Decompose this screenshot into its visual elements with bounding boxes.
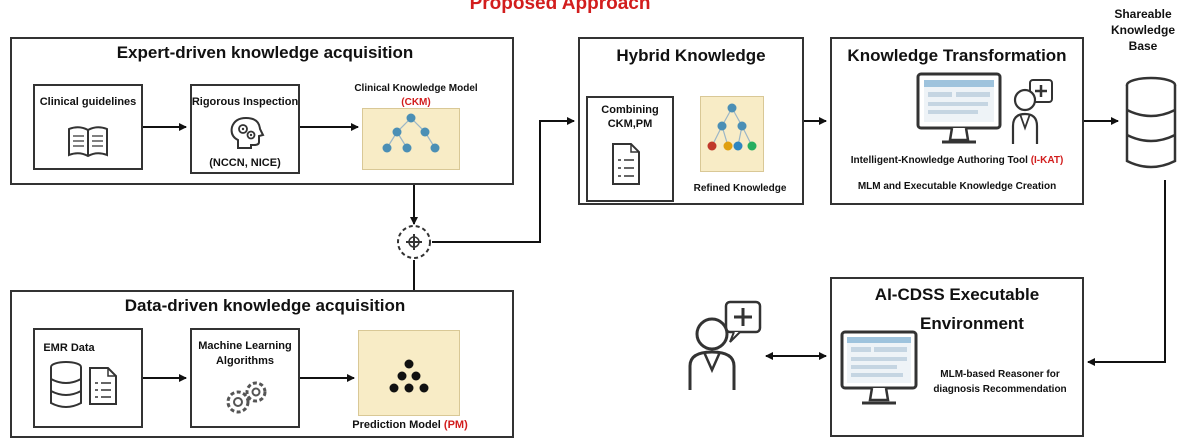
ckm-model-card (362, 108, 460, 170)
database-icon (1125, 76, 1177, 169)
combining-label-2: CKM,PM (607, 118, 653, 130)
machine-learning-label-2: Algorithms (215, 355, 275, 367)
doctor-icon (688, 300, 762, 390)
mlm-creation-label: MLM and Executable Knowledge Creation (857, 181, 1057, 192)
reasoner-label-1: MLM-based Reasoner for (940, 369, 1060, 380)
pm-abbr: (PM) (443, 419, 468, 431)
document-list-icon (612, 143, 640, 185)
rigorous-inspection-label: Rigorous Inspection (191, 96, 299, 108)
pm-model-card (358, 330, 460, 416)
hybrid-knowledge-title: Hybrid Knowledge (616, 46, 766, 65)
ai-cdss-panel (830, 277, 1084, 437)
ckm-abbr: (CKM) (401, 97, 431, 108)
monitor-icon (916, 72, 1002, 144)
ai-cdss-title-1: AI-CDSS Executable (874, 285, 1040, 304)
pm-label-text: Prediction Model (352, 419, 441, 431)
combining-label-1: Combining (601, 104, 659, 116)
refined-knowledge-label: Refined Knowledge (693, 183, 787, 194)
pyramid-model-icon (389, 359, 429, 393)
machine-learning-box (190, 328, 300, 428)
doctor-icon (1011, 79, 1053, 144)
clinical-guidelines-label: Clinical guidelines (39, 96, 137, 108)
brain-gears-icon (230, 116, 265, 149)
monitor-icon (840, 330, 918, 405)
pm-label: Prediction Model (PM) (330, 419, 490, 432)
reasoner-label-2: diagnosis Recommendation (933, 384, 1067, 395)
gears-icon (226, 381, 267, 414)
kb-label-2: Knowledge (1110, 23, 1175, 37)
expert-driven-title: Expert-driven knowledge acquisition (116, 43, 414, 62)
document-list-icon (89, 367, 117, 405)
book-icon (68, 126, 108, 158)
ai-cdss-title-2: Environment (920, 314, 1024, 333)
inspection-sources-label: (NCCN, NICE) (209, 157, 281, 169)
knowledge-transformation-title: Knowledge Transformation (847, 46, 1067, 65)
kb-label-3: Base (1128, 39, 1158, 53)
emr-data-label: EMR Data (43, 342, 95, 354)
database-icon (50, 361, 82, 408)
kb-label-1: Shareable (1114, 7, 1172, 21)
machine-learning-label-1: Machine Learning (198, 340, 292, 352)
data-driven-title: Data-driven knowledge acquisition (124, 296, 406, 315)
page-title: Proposed Approach (469, 0, 651, 14)
ikat-label-text: Intelligent-Knowledge Authoring Tool (850, 155, 1028, 166)
ikat-label: Intelligent-Knowledge Authoring Tool (I-… (832, 154, 1082, 167)
tree-model-icon (382, 113, 440, 153)
ckm-label: Clinical Knowledge Model (354, 83, 478, 94)
plus-circle-icon (397, 225, 431, 259)
ikat-abbr: (I-KAT) (1030, 155, 1064, 166)
tree-model-icon (707, 103, 757, 151)
